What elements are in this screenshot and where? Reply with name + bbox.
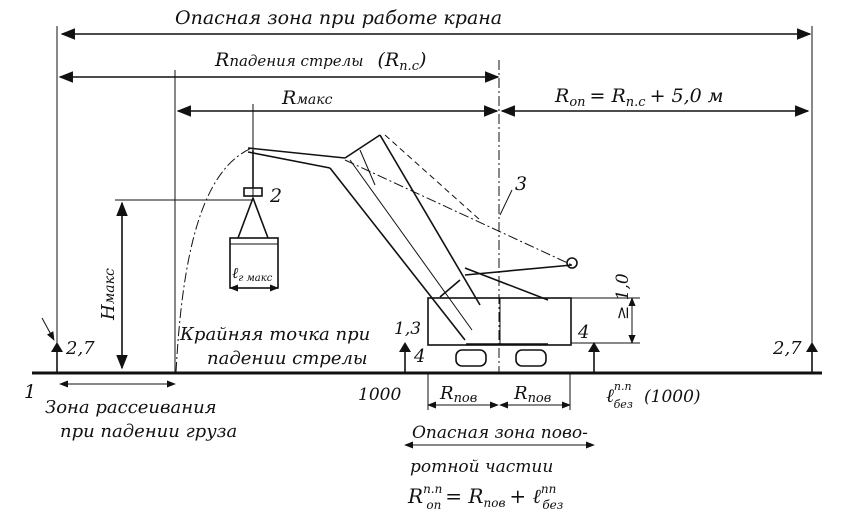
r-op-formula: Rоп= Rп.с+ 5,0 м (554, 85, 724, 110)
num-3-label: 3 (515, 173, 527, 195)
height-ge-label: ≥ 1,0 (613, 273, 633, 320)
fence-mid-right-marker (588, 342, 600, 352)
sheave (566, 257, 578, 269)
track-right (515, 349, 547, 367)
rotary-zone-line2: ротной частии (410, 457, 553, 477)
crane-danger-zone-label: Опасная зона при работе крана (175, 7, 502, 29)
track-left (455, 349, 487, 367)
boom-tie-line (344, 159, 573, 266)
num-4-right-label: 4 (577, 322, 589, 343)
num-1-label: 1 (24, 381, 36, 403)
hook-block (243, 187, 263, 197)
fence-left-marker (51, 342, 63, 352)
fence-right-marker (806, 342, 818, 352)
rotary-zone-line1: Опасная зона пово- (412, 423, 588, 443)
scatter-zone-line2: при падении груза (60, 421, 237, 442)
pointer-1 (41, 317, 55, 341)
boom-upper-chord (247, 147, 346, 159)
boom-main-right (379, 134, 481, 306)
load-fall-trajectory (175, 147, 253, 373)
boom-main-inner (349, 159, 473, 331)
boom-head-lower (247, 151, 331, 169)
dim-1000-left: 1000 (358, 385, 401, 405)
boom-fall-radius-label: Rпадения стрелы (Rп.с) (214, 49, 426, 74)
height-right-label: 2,7 (772, 338, 802, 359)
boom-head-upper (344, 134, 381, 159)
sling-right (252, 197, 269, 239)
mast-upper (464, 264, 573, 276)
dim-1000-right: (1000) (644, 387, 701, 407)
mast-lower (464, 267, 549, 301)
height-mid-label: 1,3 (394, 319, 421, 339)
load-length-label: ℓг макс (232, 264, 273, 284)
r-pov-left-label: Rпов (439, 383, 477, 406)
pointer-3 (499, 189, 513, 216)
boom-fall-point-line2: падении стрелы (207, 348, 368, 369)
fence-mid-left-marker (399, 342, 411, 352)
r-max-label: Rмакс (281, 87, 333, 109)
cable-back (439, 279, 461, 298)
boom-main-left (329, 167, 466, 341)
num-2-label: 2 (269, 185, 282, 207)
h-max-label: Hмакс (98, 268, 119, 321)
scatter-zone-line1: Зона рассеивания (45, 397, 217, 418)
r-pov-right-label: Rпов (513, 383, 551, 406)
boom-fall-point-line1: Крайняя точка при (179, 324, 370, 345)
num-4-left-label: 4 (413, 346, 425, 367)
boom-angle-dash (384, 134, 481, 221)
height-left-label: 2,7 (65, 338, 95, 359)
boom-inner-brace (359, 149, 376, 186)
sling-left (237, 197, 254, 239)
